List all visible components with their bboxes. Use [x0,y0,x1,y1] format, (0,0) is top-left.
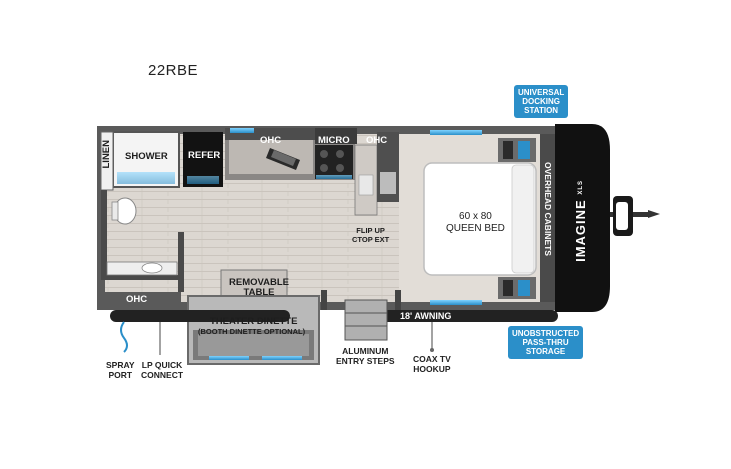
spray-line-1: SPRAY [106,360,135,370]
lp-quick-connect-label: LP QUICK CONNECT [141,360,183,380]
spray-line-2: PORT [108,370,133,380]
storage-callout: UNOBSTRUCTED PASS-THRU STORAGE [508,326,584,359]
flip-up-line-2: CTOP EXT [352,235,390,244]
coax-line-2: HOOKUP [413,364,451,374]
brand-name: IMAGINE [573,199,588,262]
docking-line-3: STATION [524,106,559,115]
lp-line-2: CONNECT [141,370,184,380]
stove [315,145,353,179]
storage-line-1: UNOBSTRUCTED [512,329,580,338]
coax-line-1: COAX TV [413,354,451,364]
steps-line-2: ENTRY STEPS [336,356,395,366]
docking-station-callout: UNIVERSAL DOCKING STATION [514,85,569,118]
ohc-right-label: OHC [366,135,388,146]
table-line-2: TABLE [243,287,275,298]
refer-label: REFER [188,150,221,161]
booth-dinette-label: (BOOTH DINETTE OPTIONAL) [198,327,306,336]
front-cap [555,124,610,312]
entry-steps-label: ALUMINUM ENTRY STEPS [336,346,395,366]
lp-line-1: LP QUICK [141,360,183,370]
flip-up-label: FLIP UP CTOP EXT [352,226,389,244]
storage-line-2: PASS-THRU [522,338,569,347]
awning [110,310,290,322]
brand-sub: XLS [578,180,584,195]
docking-line-2: DOCKING [522,97,560,106]
model-name: 22RBE [148,62,199,79]
queen-bed [423,162,537,276]
flip-up-line-1: FLIP UP [356,226,385,235]
coax-hookup-label: COAX TV HOOKUP [413,354,451,374]
bed-size: 60 x 80 [459,211,492,222]
spray-port-label: SPRAY PORT [106,360,135,380]
entry-steps [344,299,388,341]
overhead-cabinets-label: OVERHEAD CABINETS [543,162,553,256]
table-line-1: REMOVABLE [229,277,289,288]
micro-label: MICRO [318,135,350,146]
docking-line-1: UNIVERSAL [518,88,565,97]
storage-line-3: STORAGE [525,347,566,356]
bed-type: QUEEN BED [446,223,505,234]
theater-dinette-label: THEATER DINETTE [210,316,298,327]
ohc-bath-label: OHC [126,294,148,305]
ohc-kitchen-label: OHC [260,135,282,146]
removable-table-label: REMOVABLE TABLE [229,278,289,298]
shower-label: SHOWER [125,151,168,162]
linen-label: LINEN [101,140,112,169]
awning-label: 18' AWNING [400,311,452,321]
brand-logo: IMAGINE XLS [573,180,588,262]
bed-label: 60 x 80 QUEEN BED [446,211,505,235]
steps-line-1: ALUMINUM [342,346,389,356]
